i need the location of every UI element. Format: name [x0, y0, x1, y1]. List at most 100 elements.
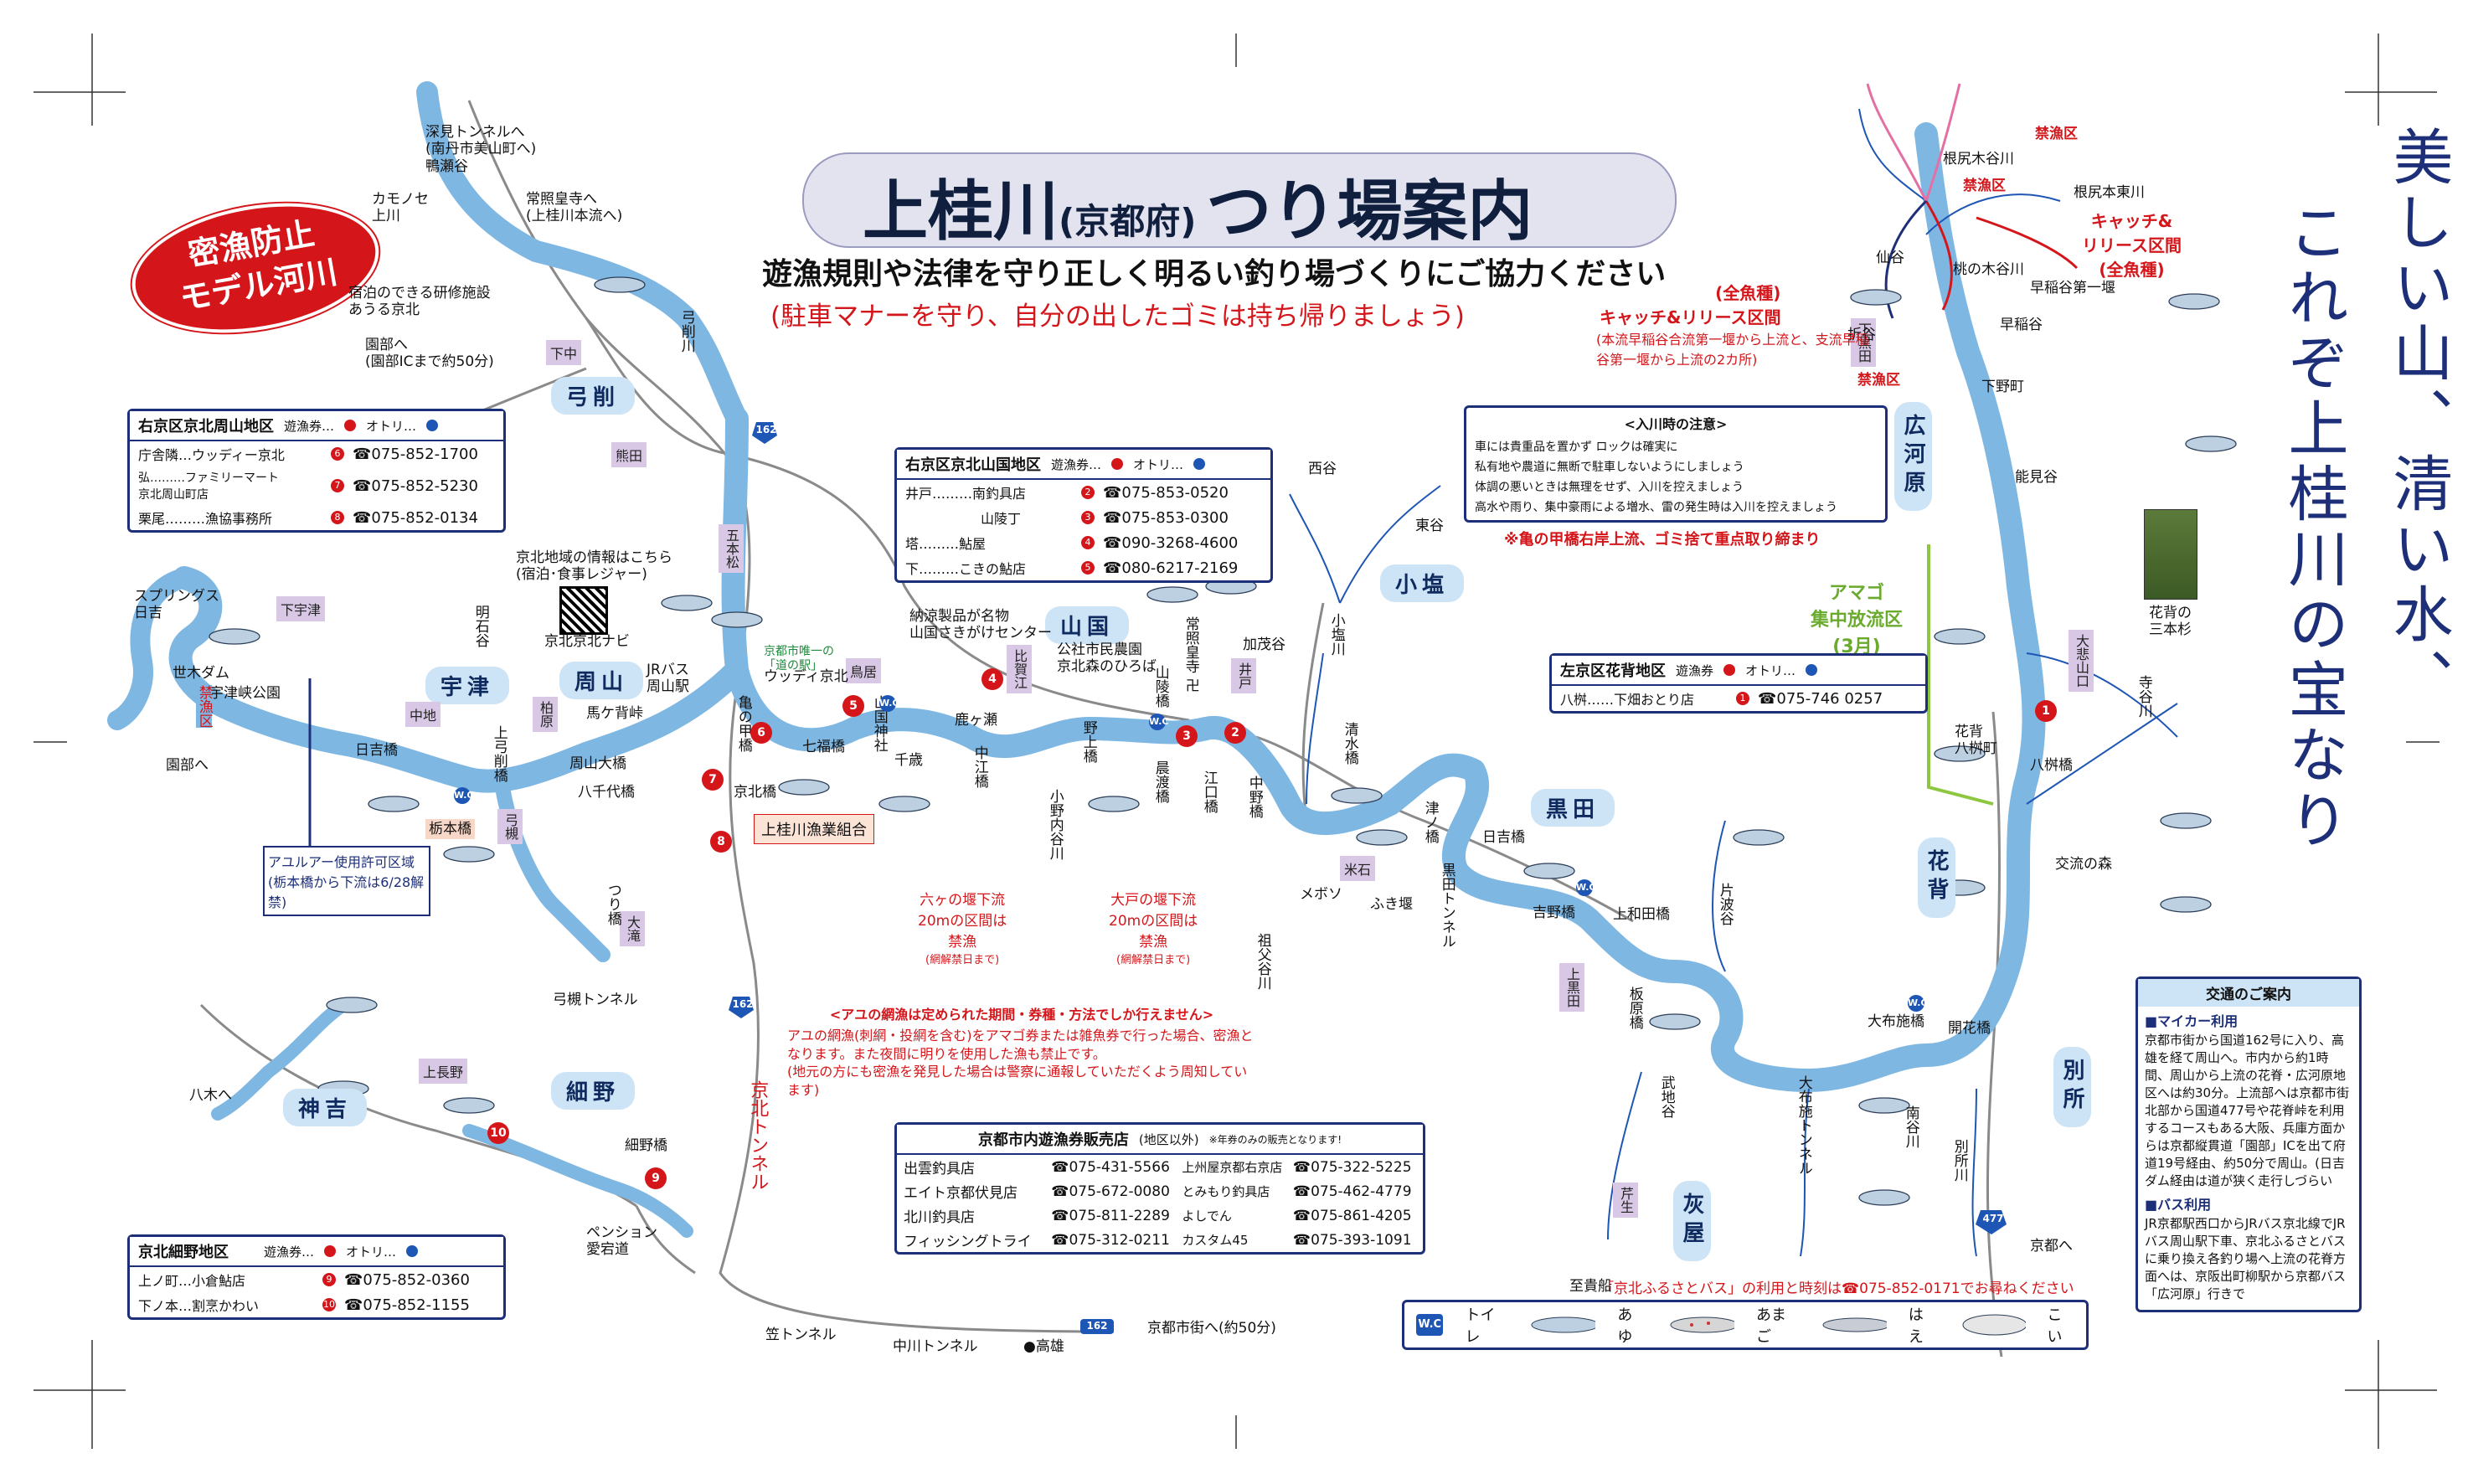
label-nanahuku: 七福橋 — [802, 739, 845, 755]
area-hanase: 花背 — [1918, 837, 1955, 918]
hosono-legend-ticket: 遊漁券… — [264, 1244, 315, 1260]
shop-pin-8[interactable]: 8 — [710, 831, 732, 853]
label-negiri: 根尻木谷川 — [1943, 151, 2014, 167]
area-yamaguni: 山国 — [1045, 606, 1130, 644]
shop-pin-1[interactable]: 1 — [2035, 700, 2057, 722]
legend-hae: はえ — [1908, 1306, 1924, 1346]
route-162-label-1: 162 — [755, 424, 777, 435]
label-kamonose: カモノセ 上川 — [372, 191, 429, 225]
yamaguni-row-3-num: 4 — [1081, 536, 1095, 549]
place-gohonmatsu: 五本松 — [719, 524, 744, 573]
subtitle-rules: 遊漁規則や法律を守り正しく明るい釣り場づくりにご協力ください — [762, 257, 1667, 291]
hanase-row-1-tel: ☎075-746 0257 — [1758, 689, 1883, 708]
ayu-net-notice: <アユの網漁は定められた期間・券種・方法でしか行えません> アユの網漁(刺網・投… — [787, 1003, 1256, 1099]
yamaguni-row-1-tel: ☎075-853-0520 — [1103, 483, 1229, 502]
title-rest: つり場案内 — [1206, 174, 1533, 250]
yamaguni-row-1-name: 井戸………南釣具店 — [905, 486, 1027, 502]
yamaguni-legend-bait: オトリ… — [1133, 456, 1184, 472]
shops-box-head: 京都市内遊漁券販売店 (地区以外) ※年券のみの販売となります! — [897, 1125, 1423, 1155]
roads — [199, 100, 2003, 1358]
label-ida: 板原橋 — [1625, 987, 1643, 1029]
label-wasedani1: 早稲谷第一堰 — [2030, 280, 2115, 296]
place-kaminagano: 上長野 — [419, 1059, 468, 1084]
place-kumada: 熊田 — [611, 442, 647, 467]
label-kasa-tunnel: 笠トンネル — [765, 1327, 837, 1343]
label-noumigaya: 能見谷 — [2015, 469, 2058, 486]
weir-notice-1-text: 六ヶの堰下流 20mの区間は 禁漁 — [918, 892, 1007, 951]
area-besho: 別所 — [2053, 1047, 2091, 1127]
shop-tel: ☎075-811-2289 — [1051, 1207, 1170, 1224]
area-haiya: 灰屋 — [1673, 1181, 1711, 1261]
hanase-legend-ticket: 遊漁券 — [1676, 662, 1714, 678]
label-aura: 宿泊のできる研修施設 あうる京北 — [348, 285, 491, 319]
label-tochimoto: 栃本橋 — [425, 819, 475, 840]
label-hosonobashi: 細野橋 — [625, 1137, 667, 1154]
yamaguni-row-3-tel: ☎090-3268-4600 — [1103, 533, 1239, 552]
shop-pin-9[interactable]: 9 — [645, 1167, 667, 1189]
hosono-legend-bait: オトリ… — [346, 1244, 397, 1260]
shops-box: 京都市内遊漁券販売店 (地区以外) ※年券のみの販売となります! 出雲釣具店☎0… — [894, 1122, 1425, 1255]
route-477-label: 477 — [1982, 1213, 2004, 1224]
catch-release-title: キャッチ&リリース区間 — [1600, 307, 1781, 327]
hosono-row-1-tel: ☎075-852-0360 — [344, 1270, 470, 1289]
hosono-row-2-num: 10 — [322, 1298, 336, 1311]
traffic-box: 交通のご案内 ■マイカー利用 京都市街から国道162号に入り、高雄を経て周山へ。… — [2136, 976, 2362, 1312]
hosono-row-1-num: 9 — [322, 1273, 336, 1286]
shop-pin-10[interactable]: 10 — [487, 1122, 509, 1144]
shop-tel: ☎075-861-4205 — [1292, 1207, 1412, 1224]
shuzan-row-2-name: 弘………ファミリーマート 京北周山町店 — [138, 471, 279, 502]
shop-pin-3[interactable]: 3 — [1176, 725, 1198, 747]
shop-pin-2[interactable]: 2 — [1224, 722, 1246, 744]
wc-icon-4: W.C — [1908, 995, 1928, 1012]
label-shikahashi: 鹿ヶ瀬 — [955, 712, 997, 729]
route-162-label-2: 162 — [732, 998, 754, 1010]
label-nishitani: 西谷 — [1308, 461, 1337, 477]
union-label: 上桂川漁業組合 — [754, 814, 874, 844]
wc-icon-3: W.C — [1149, 714, 1169, 730]
amago-icon — [1670, 1317, 1734, 1333]
label-keihoku-tunnel: 京北トンネル — [747, 1080, 769, 1191]
page-title: 上桂川(京都府)つり場案内 — [863, 159, 1533, 253]
label-kyoto-n: 京都へ — [2030, 1238, 2073, 1255]
place-daihisan: 大悲山口 — [2069, 630, 2094, 692]
yamaguni-legend-ticket: 遊漁券… — [1051, 456, 1102, 472]
label-navi: 京北京北ナビ — [544, 633, 630, 650]
wc-icon-2: W.C — [879, 695, 899, 712]
shop-tel: ☎075-462-4779 — [1292, 1183, 1412, 1200]
shop-pin-7[interactable]: 7 — [702, 769, 724, 791]
bait-dot-icon — [426, 420, 439, 431]
yamaguni-box-head: 右京区京北山国地区 遊漁券… オトリ… — [897, 450, 1270, 480]
legend-ayu: あゆ — [1617, 1306, 1633, 1346]
amago-line2: 集中放流区 — [1811, 610, 1904, 631]
label-yamaryo: 山陵橋 — [1151, 665, 1169, 708]
label-eguchi: 江口橋 — [1200, 770, 1218, 813]
weir-notice-2: 大戸の堰下流 20mの区間は 禁漁 (網解禁日まで) — [1109, 888, 1198, 966]
no-fishing-label-3: 禁漁区 — [1857, 372, 1900, 389]
label-sensou: 千歳 — [894, 752, 923, 769]
yamaguni-row-2-tel: ☎075-853-0300 — [1103, 508, 1229, 527]
label-jrbus: JRバス 周山駅 — [647, 662, 689, 696]
yamaguni-row-2-name: 山陵丁 — [981, 511, 1022, 527]
area-koshio: 小塩 — [1380, 564, 1465, 602]
label-kyoto-city: 京都市街へ(約50分) — [1147, 1320, 1276, 1337]
label-kanoyamachi: 加茂谷 — [1243, 636, 1285, 653]
hosono-row-2-name: 下ノ本…割烹かわい — [138, 1298, 260, 1314]
label-nakae: 中江橋 — [971, 745, 988, 788]
shop-name: 北川釣具店 — [904, 1209, 975, 1226]
shuzan-row-1-tel: ☎075-852-1700 — [353, 445, 478, 463]
shop-pin-6[interactable]: 6 — [750, 722, 772, 744]
label-joshi: 上弓削橋 — [490, 725, 507, 782]
amago-line1: アマゴ — [1829, 583, 1885, 604]
shop-pin-5[interactable]: 5 — [842, 695, 864, 717]
shop-pin-4[interactable]: 4 — [981, 668, 1003, 690]
traffic-car-body: 京都市街から国道162号に入り、高雄を経て周山へ。市内から約1時間、周山から上流… — [2145, 1033, 2350, 1188]
restricted-lines — [308, 83, 2079, 846]
label-oofuse: 大布施トンネル — [1795, 1075, 1812, 1175]
place-kashiwara: 柏原 — [533, 697, 558, 732]
label-tsu: 津ノ橋 — [1421, 801, 1439, 843]
